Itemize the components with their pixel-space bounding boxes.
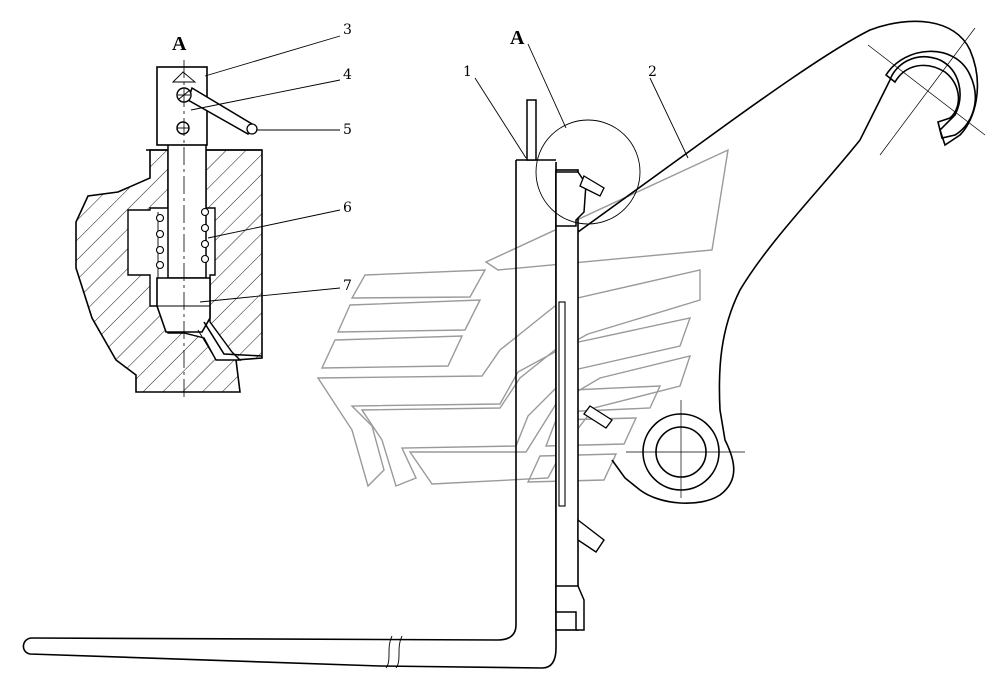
leader-a xyxy=(527,43,567,129)
hook-centerline-1 xyxy=(867,44,986,136)
view-label-a-right: A xyxy=(510,27,525,49)
leader-6 xyxy=(207,209,341,239)
callout-4: 4 xyxy=(343,67,352,83)
handle-tip xyxy=(246,123,258,135)
lower-latch xyxy=(555,585,585,631)
latch-handle xyxy=(579,175,605,197)
leader-2 xyxy=(649,77,689,159)
hook-centerline-2 xyxy=(879,27,976,156)
leader-7 xyxy=(199,287,341,303)
detail-circle-a xyxy=(535,119,641,225)
detail-view-a: A 3 4 5 6 7 xyxy=(75,22,352,400)
spring xyxy=(155,207,210,278)
callout-1: 1 xyxy=(463,64,472,80)
carriage-slot xyxy=(558,301,566,507)
break-mark-2 xyxy=(395,635,403,669)
leader-4 xyxy=(190,79,341,111)
wedge xyxy=(583,405,613,429)
main-assembly-view: A 1 2 xyxy=(22,20,986,669)
fork-upright xyxy=(22,160,557,669)
watermark-logo xyxy=(316,148,729,488)
pin-rod xyxy=(167,142,207,279)
callout-5: 5 xyxy=(343,122,352,138)
middle-latch xyxy=(577,518,605,553)
callout-6: 6 xyxy=(343,200,352,216)
leader-1 xyxy=(474,77,527,159)
hook-arm xyxy=(577,20,979,504)
leader-3 xyxy=(204,35,341,77)
callout-2: 2 xyxy=(648,64,657,80)
upper-latch xyxy=(555,171,587,227)
view-label-a-left: A xyxy=(172,33,187,55)
hook-lip xyxy=(203,321,263,357)
hook-claw xyxy=(884,50,977,139)
screw-lower xyxy=(176,121,190,135)
callout-3: 3 xyxy=(343,22,352,38)
upright-pin xyxy=(526,99,537,161)
break-mark-1 xyxy=(385,635,393,669)
carriage-plate xyxy=(555,169,579,631)
hook-lip-inner xyxy=(197,329,217,361)
latch-block xyxy=(156,277,211,333)
callout-7: 7 xyxy=(343,278,352,294)
